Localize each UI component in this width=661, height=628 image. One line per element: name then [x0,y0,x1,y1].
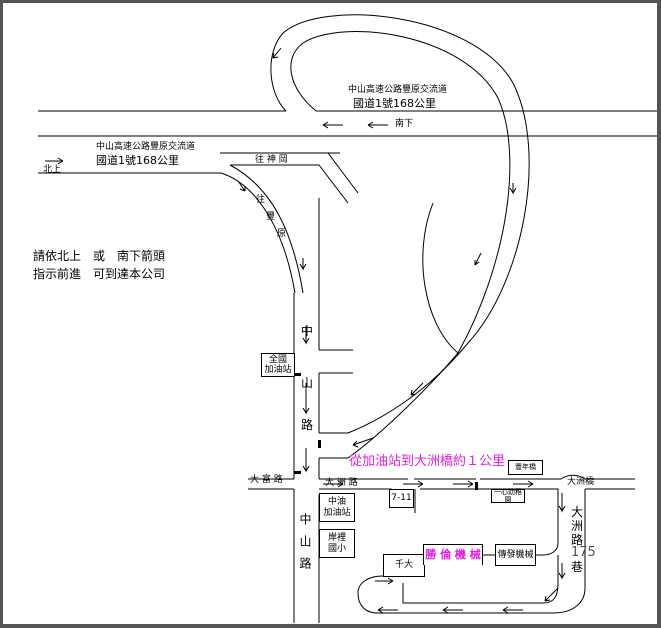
road-lines [38,14,657,623]
zhongshan-label-2: 山 [301,376,314,390]
qianda-building: 千大 [383,554,425,577]
cpc-gas-station: 中油 加油站 [319,493,355,522]
loop-inner-branch [422,202,459,354]
lane-label-2: 洲 [571,519,584,533]
dazhou-bridge-label: 大洲橋 [567,477,595,487]
markers [294,373,478,490]
southbound-dir: 南下 [395,119,414,129]
instruction-line-1: 請依北上 或 南下箭頭 [33,249,166,263]
lane-label-3: 路 [571,533,584,547]
fengyuan-ramp [229,164,304,294]
zhongshan-label-1: 中 [301,324,314,338]
distance-note: 從加油站到大洲橋約１公里 [349,454,506,469]
dafu-label: 大 富 路 [250,475,283,485]
neighbor-building: 傳發機械 [495,544,536,566]
dazhou-north [248,474,635,480]
zhongshan-lower-label: 中山路 [298,513,312,579]
fengyuan-label-3: 原 [277,229,287,239]
southbound-km: 國道1號168公里 [353,97,436,110]
highway-lower-edge [38,172,296,294]
northbound-name: 中山高速公路豐原交流道 [96,142,196,152]
northbound-km: 國道1號168公里 [96,154,179,167]
side-road [319,349,353,374]
lane-label-1: 大 [571,505,584,519]
shengang-label: 往 神 岡 [255,155,288,165]
fengyuan-label-1: 往 [256,195,266,205]
dazhou-label: 大 洲 路 [325,478,358,488]
seven-eleven: 7-11 [389,489,414,508]
anli-elementary: 岸裡 國小 [319,529,355,558]
lane-number: 175 [571,545,596,560]
direction-arrows [45,47,566,614]
company-location: 勝 倫 機 械 [423,544,483,565]
landmark-box: 豐年橋 [508,460,543,475]
loop-outer [270,14,530,434]
shengang-lower [230,164,349,204]
lane-suffix: 巷 [571,560,584,574]
zhongshan-label-3: 路 [301,418,314,432]
fengyuan-label-2: 豐 [266,212,276,222]
shengang-diag [327,152,359,194]
southbound-name: 中山高速公路豐原交流道 [348,85,448,95]
loop-inner [290,31,511,459]
kindergarten: 一心幼稚園 [491,488,525,504]
instruction-line-2: 指示前進 可到達本公司 [33,267,166,281]
national-gas-station: 全國 加油站 [261,353,295,377]
northbound-dir: 北上 [43,165,62,175]
